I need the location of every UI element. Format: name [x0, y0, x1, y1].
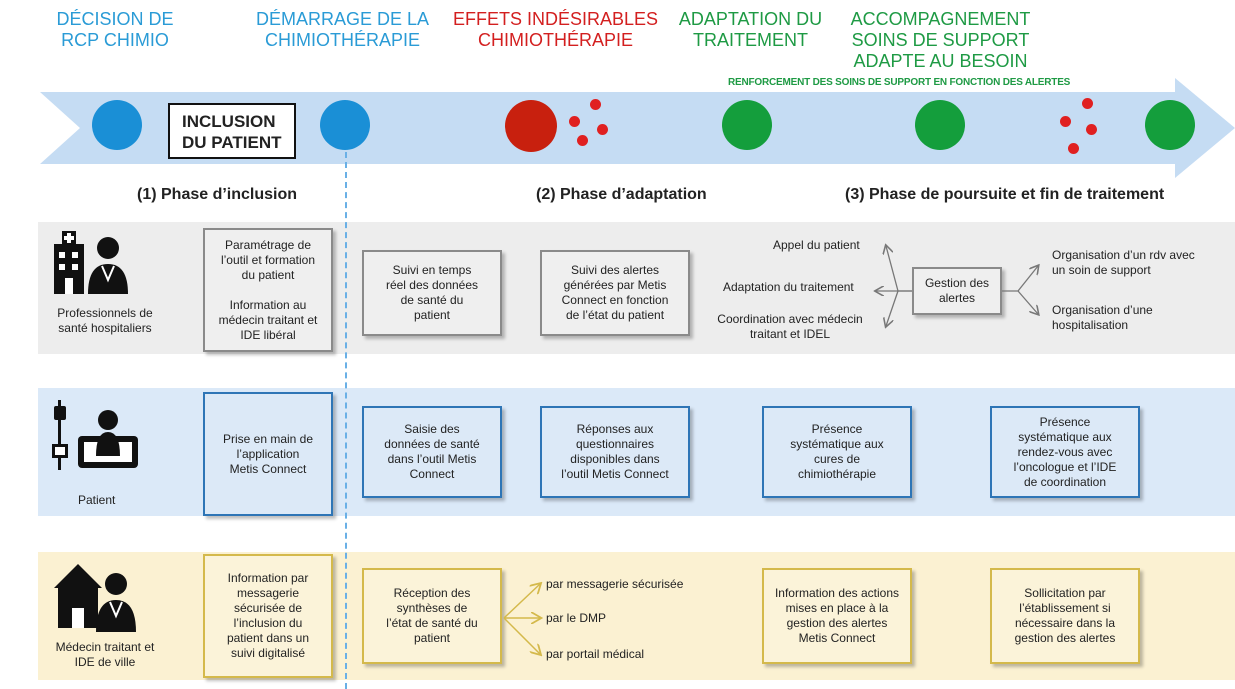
phase-adaptation-title: (2) Phase d’adaptation: [536, 186, 707, 203]
alert-dot: [590, 99, 601, 110]
prof-realtime-monitoring-box: Suivi en temps réel des données de santé…: [362, 250, 502, 336]
milestone-circle-chemo-start: [320, 100, 370, 150]
alert-dot: [577, 135, 588, 146]
channel-secure-messaging: par messagerie sécurisée: [546, 577, 684, 591]
channel-dmp: par le DMP: [546, 611, 607, 625]
action-hospitalisation: Organisation d’une hospitalisation: [1052, 303, 1153, 332]
milestone-circle-support: [915, 100, 965, 150]
medecin-actions-info-box: Information des actions mises en place à…: [762, 568, 912, 664]
header-side-effects: EFFETS INDÉSIRABLES CHIMIOTHÉRAPIE: [452, 9, 659, 50]
medecin-synthesis-box: Réception des synthèses de l’état de san…: [362, 568, 502, 664]
action-coordination: Coordination avec médecin traitant et ID…: [717, 312, 863, 341]
header-chemo-start: DÉMARRAGE DE LA CHIMIOTHÉRAPIE: [255, 9, 430, 50]
patient-chemo-attendance-box: Présence systématique aux cures de chimi…: [762, 406, 912, 498]
patient-appointment-attendance-box: Présence systématique aux rendez-vous av…: [990, 406, 1140, 498]
inclusion-patient-box: INCLUSION DU PATIENT: [168, 103, 296, 159]
patient-chair-icon: [52, 400, 138, 470]
house-doctor-icon: [54, 564, 136, 632]
alert-dot: [569, 116, 580, 127]
alert-dot: [1086, 124, 1097, 135]
alert-dot: [597, 124, 608, 135]
reinforcement-label: RENFORCEMENT DES SOINS DE SUPPORT EN FON…: [728, 77, 1071, 88]
patient-data-entry-box: Saisie des données de santé dans l’outil…: [362, 406, 502, 498]
milestone-circle-rcp: [92, 100, 142, 150]
medecin-solicitation-box: Sollicitation par l’établissement si néc…: [990, 568, 1140, 664]
header-rcp-decision: DÉCISION DE RCP CHIMIO: [56, 9, 174, 50]
row-label-patient: Patient: [78, 493, 116, 507]
row-label-professionals: Professionnels de santé hospitaliers: [57, 306, 153, 335]
alert-dot: [1082, 98, 1093, 109]
channel-branch-arrows: [503, 578, 550, 668]
hospital-doctor-icon: [54, 231, 128, 294]
action-adapt-treatment: Adaptation du traitement: [723, 280, 854, 294]
prof-alert-monitoring-box: Suivi des alertes générées par Metis Con…: [540, 250, 690, 336]
medecin-inclusion-box: Information par messagerie sécurisée de …: [203, 554, 333, 678]
prof-inclusion-box: Paramétrage de l’outil et formation du p…: [203, 228, 333, 352]
milestone-circle-end: [1145, 100, 1195, 150]
alert-dot: [1068, 143, 1079, 154]
patient-questionnaires-box: Réponses aux questionnaires disponibles …: [540, 406, 690, 498]
alert-branch-arrows: [870, 230, 1060, 340]
header-support-care: ACCOMPAGNEMENT SOINS DE SUPPORT ADAPTE A…: [850, 9, 1031, 71]
channel-medical-portal: par portail médical: [546, 647, 645, 661]
action-call-patient: Appel du patient: [773, 238, 860, 252]
patient-inclusion-box: Prise en main de l’application Metis Con…: [203, 392, 333, 516]
prof-alert-management-box: Gestion des alertes: [912, 267, 1002, 315]
row-label-medecin: Médecin traitant et IDE de ville: [55, 640, 155, 669]
header-treatment-adaptation: ADAPTATION DU TRAITEMENT: [678, 9, 823, 50]
phase-continuation-title: (3) Phase de poursuite et fin de traitem…: [845, 186, 1165, 203]
milestone-circle-side-effects: [505, 100, 557, 152]
action-support-appointment: Organisation d’un rdv avec un soin de su…: [1052, 248, 1195, 277]
inclusion-divider-line: [345, 152, 347, 689]
alert-dot: [1060, 116, 1071, 127]
phase-inclusion-title: (1) Phase d’inclusion: [137, 186, 298, 203]
milestone-circle-adaptation: [722, 100, 772, 150]
